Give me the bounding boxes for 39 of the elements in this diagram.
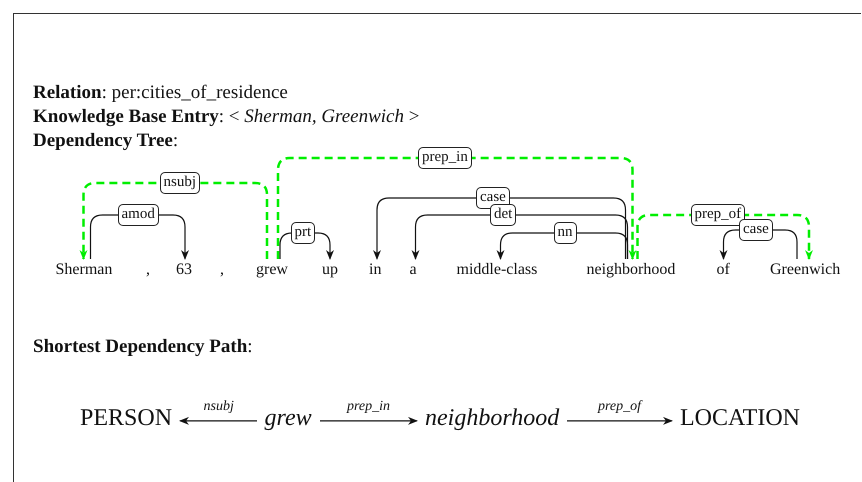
word-label: 63	[176, 262, 192, 278]
dependency-arrow	[80, 182, 268, 260]
edge-label: det	[490, 204, 516, 226]
section-heading: Dependency Tree:	[33, 130, 178, 152]
word-label: a	[410, 262, 417, 278]
dependency-arrow	[320, 416, 418, 425]
word-label: ,	[146, 262, 150, 278]
edge-label: nsubj	[160, 172, 200, 194]
word-label: up	[322, 262, 338, 278]
knowledge-base-line: Knowledge Base Entry: < Sherman, Greenwich >	[33, 106, 420, 128]
word-label: PERSON	[80, 406, 172, 430]
word-label: ,	[220, 262, 224, 278]
dependency-arrow	[373, 197, 626, 260]
word-label: LOCATION	[680, 406, 800, 430]
edge-label: nsubj	[202, 400, 235, 414]
word-label: grew	[256, 262, 288, 278]
word-label: in	[369, 262, 382, 278]
word-label: grew	[264, 406, 312, 430]
dependency-arrow	[412, 214, 628, 260]
edge-label: case	[739, 219, 773, 241]
word-label: middle-class	[456, 262, 538, 278]
edge-label: prep_in	[346, 400, 392, 414]
edge-label: prt	[290, 222, 316, 244]
word-label: Sherman	[56, 262, 112, 278]
edge-label: prep_of	[690, 204, 746, 226]
dependency-arrow	[276, 156, 636, 260]
relation-line: Relation: per:cities_of_residence	[33, 82, 288, 104]
word-label: neighborhood	[586, 262, 676, 278]
dependency-arrow	[179, 416, 257, 425]
word-label: of	[716, 262, 730, 278]
dependency-arrow	[496, 232, 628, 260]
edge-label: nn	[554, 222, 576, 244]
edge-label: amod	[118, 204, 159, 226]
edge-label: prep_in	[418, 147, 472, 169]
word-label: neighborhood	[425, 406, 560, 430]
edge-label: prep_of	[597, 400, 642, 414]
dependency-arrow	[567, 416, 673, 425]
word-label: Greenwich	[770, 262, 840, 278]
section-heading: Shortest Dependency Path:	[33, 336, 253, 358]
